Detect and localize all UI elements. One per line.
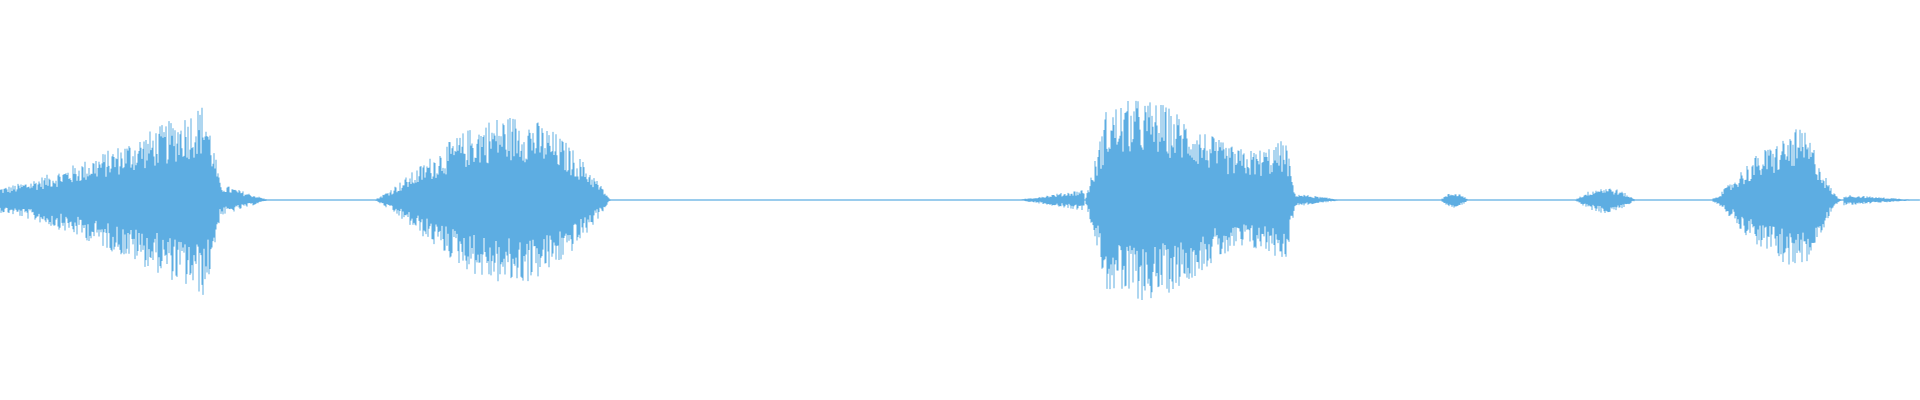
- waveform-samples: [0, 100, 1920, 300]
